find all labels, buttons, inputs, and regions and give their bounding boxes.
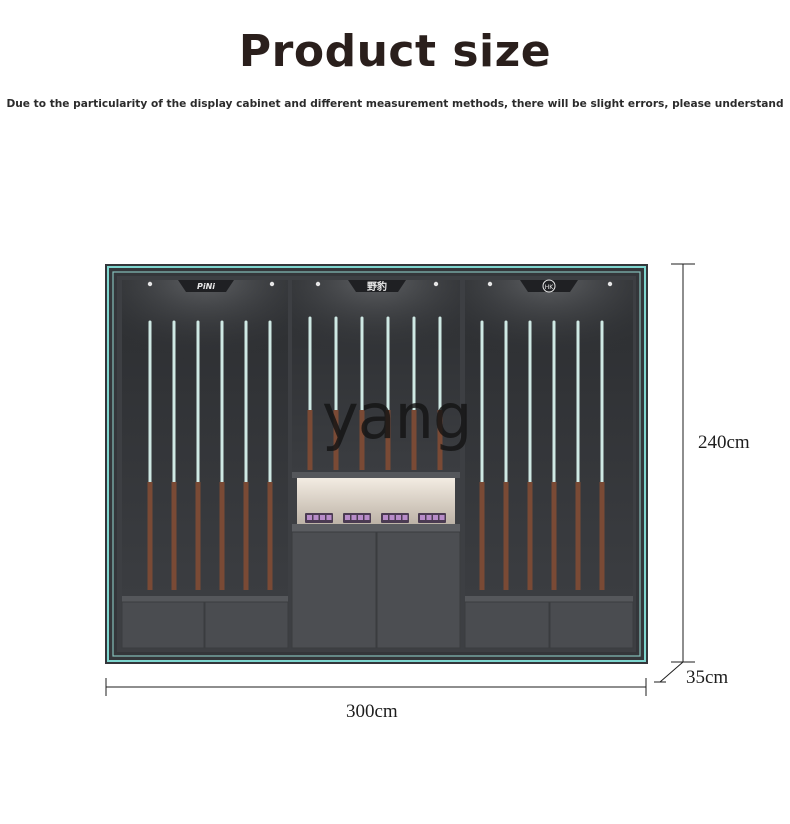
depth-dimension xyxy=(654,661,684,683)
product-item xyxy=(433,515,438,520)
page-title: Product size xyxy=(238,26,552,77)
depth-label: 35cm xyxy=(686,667,729,688)
height-dimension xyxy=(671,263,695,663)
height-label: 240cm xyxy=(698,432,750,453)
product-item xyxy=(402,515,408,520)
cue-rack xyxy=(147,316,605,590)
badge-middle: 野豹 xyxy=(367,280,387,293)
width-label: 300cm xyxy=(346,701,398,722)
product-boxes xyxy=(305,513,446,523)
right-bay xyxy=(464,280,634,649)
product-item xyxy=(396,515,401,520)
measurement-note: Due to the particularity of the display … xyxy=(6,98,784,110)
product-item xyxy=(313,515,319,520)
product-item xyxy=(307,515,312,520)
badge-right: HK xyxy=(545,284,555,291)
product-item xyxy=(351,515,357,520)
product-item xyxy=(426,515,432,520)
product-item xyxy=(389,515,395,520)
middle-bay xyxy=(291,280,461,649)
watermark: yang xyxy=(322,380,472,453)
width-dimension xyxy=(105,678,647,696)
left-bay xyxy=(121,280,289,649)
product-item xyxy=(326,515,332,520)
product-item xyxy=(320,515,325,520)
product-item xyxy=(358,515,363,520)
product-item xyxy=(420,515,425,520)
product-item xyxy=(364,515,370,520)
badge-left: PiNi xyxy=(197,282,215,291)
product-item xyxy=(345,515,350,520)
product-item xyxy=(439,515,445,520)
product-item xyxy=(383,515,388,520)
